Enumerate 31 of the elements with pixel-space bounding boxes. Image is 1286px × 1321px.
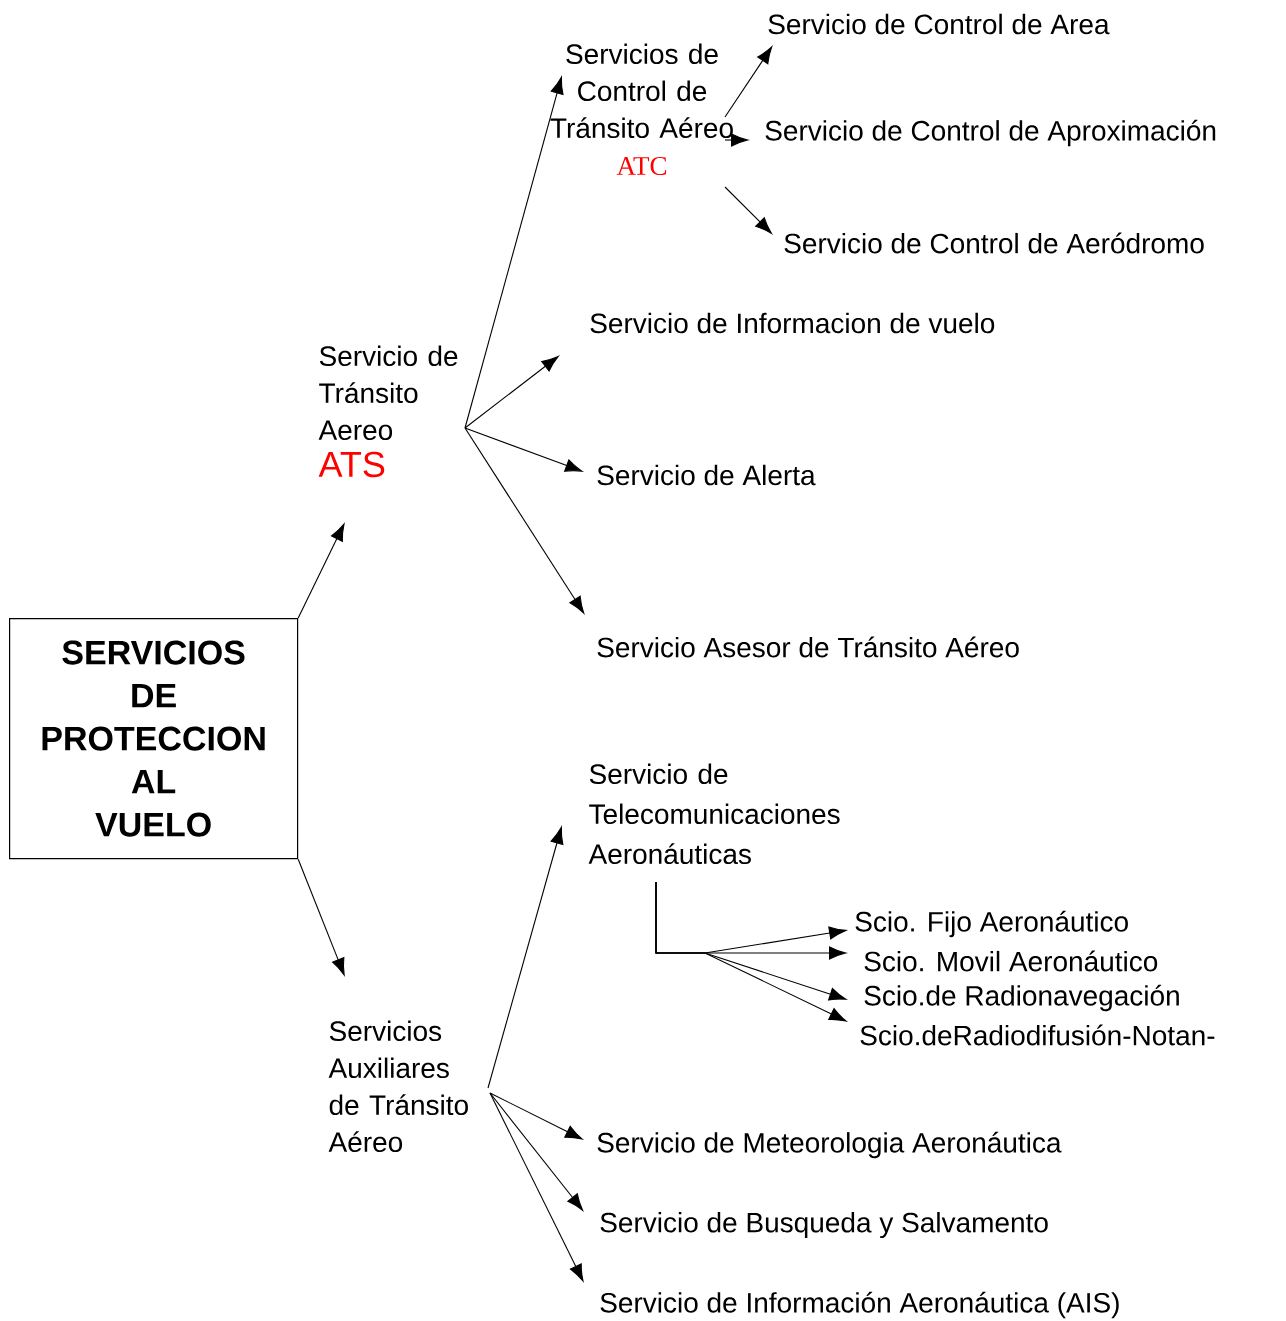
arrow bbox=[489, 1092, 583, 1140]
title-box: SERVICIOS DE PROTECCION AL VUELO bbox=[9, 618, 299, 860]
arrow bbox=[489, 1092, 584, 1211]
service-label: Scio.deRadiodifusión-Notan- bbox=[860, 1024, 1215, 1046]
service-label: Servicio de Meteorologia Aeronáutica bbox=[597, 1131, 1062, 1159]
arrow bbox=[489, 1092, 584, 1282]
arrow bbox=[487, 826, 564, 1089]
service-label: Servicios Auxiliares de Tránsito Aéreo bbox=[328, 1020, 468, 1153]
service-label: Servicio de Control de Area bbox=[768, 13, 1110, 35]
service-label: Servicios de Control de Tránsito Aéreo ATC bbox=[550, 43, 733, 176]
service-label: Servicio Asesor de Tránsito Aéreo bbox=[597, 636, 1019, 658]
arrow bbox=[464, 355, 559, 429]
arrow bbox=[724, 133, 749, 147]
service-label: Scio. Fijo Aeronáutico bbox=[855, 910, 1128, 938]
arrow bbox=[297, 523, 345, 619]
service-label: Scio.de Radionavegación bbox=[864, 984, 1179, 1012]
service-label: Servicio de Información Aeronáutica (AIS) bbox=[600, 1291, 1119, 1319]
service-label: Servicio de Alerta bbox=[597, 464, 816, 486]
service-label: Servicio de Informacion de vuelo bbox=[590, 312, 995, 334]
service-label: Servicio de Control de Aproximación bbox=[765, 119, 1216, 147]
arrow bbox=[464, 427, 585, 614]
arrow bbox=[724, 186, 772, 234]
service-label: Servicio de Tránsito Aereo ATS bbox=[318, 345, 458, 478]
arrow bbox=[724, 46, 773, 118]
service-label: Servicio de Control de Aeródromo bbox=[784, 232, 1204, 254]
service-label: Servicio de Busqueda y Salvamento bbox=[600, 1211, 1048, 1239]
arrow bbox=[297, 858, 345, 976]
arrow bbox=[464, 76, 564, 429]
arrow bbox=[464, 427, 583, 472]
service-label: Servicio de Telecomunicaciones Aeronáuticas bbox=[588, 763, 840, 865]
service-label: Scio. Movil Aeronáutico bbox=[864, 950, 1158, 972]
